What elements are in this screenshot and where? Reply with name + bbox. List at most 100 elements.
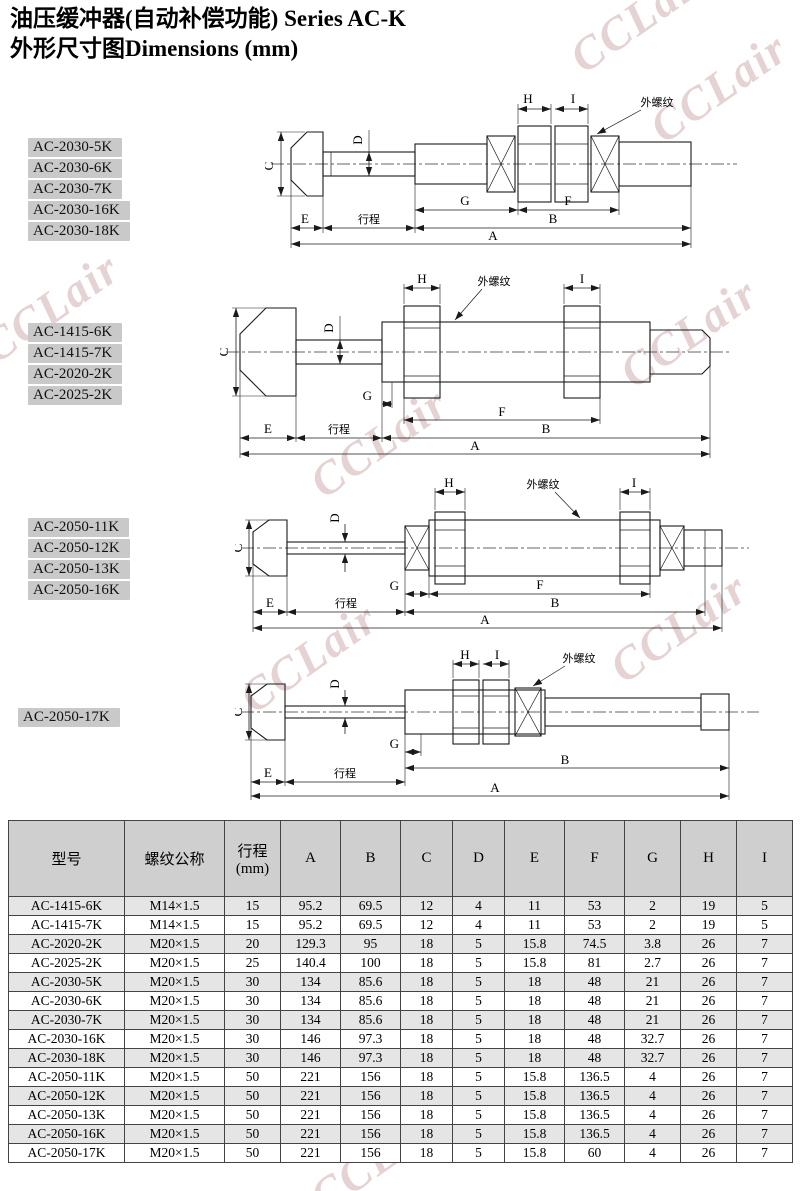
- value-cell: 25: [224, 953, 281, 973]
- value-cell: 85.6: [340, 972, 401, 992]
- value-cell: 11: [504, 896, 565, 916]
- technical-drawing-ac2050-17k: C D H I 外螺纹 G B E 行程: [235, 650, 759, 800]
- value-cell: M20×1.5: [124, 1086, 225, 1106]
- value-cell: 7: [736, 934, 793, 954]
- value-cell: M20×1.5: [124, 1124, 225, 1144]
- value-cell: 5: [452, 1124, 505, 1144]
- value-cell: M20×1.5: [124, 953, 225, 973]
- model-label: AC-2050-17K: [18, 708, 120, 727]
- model-label: AC-2050-11K: [28, 518, 130, 537]
- dim-label-h: H: [460, 650, 469, 662]
- value-cell: 48: [564, 991, 625, 1011]
- column-header: 螺纹公称: [124, 820, 225, 897]
- value-cell: 18: [400, 991, 453, 1011]
- value-cell: 5: [736, 896, 793, 916]
- value-cell: 221: [280, 1105, 341, 1125]
- value-cell: 18: [400, 1010, 453, 1030]
- value-cell: 32.7: [624, 1048, 681, 1068]
- value-cell: 3.8: [624, 934, 681, 954]
- value-cell: 100: [340, 953, 401, 973]
- value-cell: 129.3: [280, 934, 341, 954]
- value-cell: 5: [452, 1010, 505, 1030]
- dim-label-i: I: [571, 92, 575, 106]
- value-cell: 156: [340, 1086, 401, 1106]
- value-cell: 7: [736, 1010, 793, 1030]
- value-cell: 81: [564, 953, 625, 973]
- value-cell: 15.8: [504, 1086, 565, 1106]
- column-header: D: [452, 820, 505, 897]
- value-cell: 5: [452, 1048, 505, 1068]
- value-cell: 69.5: [340, 915, 401, 935]
- technical-drawing-ac2030: C D H I 外螺纹 G F E 行程: [265, 92, 737, 248]
- value-cell: 18: [504, 972, 565, 992]
- value-cell: 69.5: [340, 896, 401, 916]
- value-cell: 60: [564, 1143, 625, 1163]
- model-cell: AC-2030-5K: [8, 972, 125, 992]
- column-header: 行程 (mm): [224, 820, 281, 897]
- value-cell: 85.6: [340, 991, 401, 1011]
- value-cell: 221: [280, 1143, 341, 1163]
- value-cell: 15.8: [504, 1105, 565, 1125]
- thread-label: 外螺纹: [527, 477, 560, 491]
- value-cell: 48: [564, 1010, 625, 1030]
- model-list-ac2050-17k: AC-2050-17K: [18, 708, 158, 729]
- dim-label-e: E: [264, 765, 272, 780]
- model-cell: AC-2025-2K: [8, 953, 125, 973]
- value-cell: 140.4: [280, 953, 341, 973]
- model-cell: AC-2050-12K: [8, 1086, 125, 1106]
- value-cell: 95: [340, 934, 401, 954]
- value-cell: 2: [624, 896, 681, 916]
- dim-label-c: C: [235, 708, 245, 717]
- value-cell: M14×1.5: [124, 896, 225, 916]
- value-cell: 18: [400, 934, 453, 954]
- model-label: AC-2050-16K: [28, 581, 130, 600]
- dim-label-c: C: [265, 162, 276, 171]
- column-header: F: [564, 820, 625, 897]
- value-cell: 4: [452, 896, 505, 916]
- value-cell: 18: [400, 1029, 453, 1049]
- value-cell: 18: [400, 953, 453, 973]
- value-cell: 18: [400, 1105, 453, 1125]
- dim-label-i: I: [580, 272, 584, 286]
- thread-label: 外螺纹: [641, 95, 674, 109]
- stroke-label: 行程: [335, 597, 357, 610]
- dim-label-f: F: [498, 404, 505, 419]
- model-cell: AC-1415-6K: [8, 896, 125, 916]
- value-cell: 221: [280, 1086, 341, 1106]
- value-cell: 7: [736, 1105, 793, 1125]
- dim-label-d: D: [321, 323, 336, 332]
- dim-label-a: A: [480, 612, 490, 627]
- dim-label-a: A: [470, 438, 480, 453]
- value-cell: 5: [452, 972, 505, 992]
- value-cell: M20×1.5: [124, 1105, 225, 1125]
- svg-defs: [0, 0, 1, 1]
- dim-label-b: B: [561, 752, 570, 767]
- value-cell: M20×1.5: [124, 1143, 225, 1163]
- value-cell: 48: [564, 972, 625, 992]
- value-cell: 7: [736, 1029, 793, 1049]
- value-cell: M20×1.5: [124, 1010, 225, 1030]
- value-cell: 136.5: [564, 1105, 625, 1125]
- value-cell: 221: [280, 1124, 341, 1144]
- model-label: AC-2030-16K: [28, 201, 130, 220]
- value-cell: 134: [280, 991, 341, 1011]
- model-cell: AC-2030-6K: [8, 991, 125, 1011]
- value-cell: 26: [680, 1105, 737, 1125]
- value-cell: 95.2: [280, 915, 341, 935]
- dimension-annotations: C D H I 外螺纹 G B E 行程: [235, 650, 730, 800]
- page-title: 油压缓冲器(自动补偿功能) Series AC-K 外形尺寸图Dimension…: [10, 4, 406, 64]
- value-cell: 15.8: [504, 1143, 565, 1163]
- value-cell: 18: [400, 1086, 453, 1106]
- value-cell: 32.7: [624, 1029, 681, 1049]
- value-cell: 4: [624, 1124, 681, 1144]
- value-cell: 26: [680, 934, 737, 954]
